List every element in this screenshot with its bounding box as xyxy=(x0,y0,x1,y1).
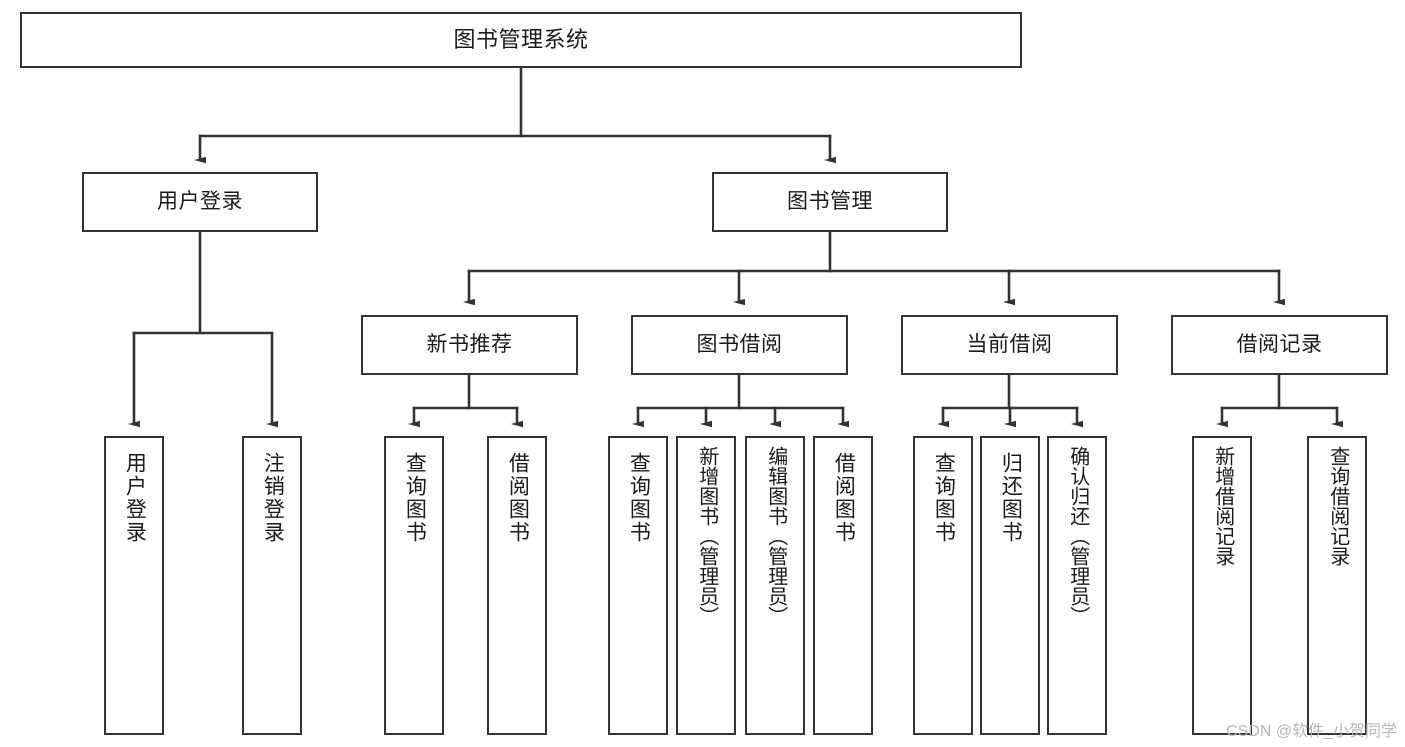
node-leaf-query-record[interactable]: 查询借阅记录 xyxy=(1307,436,1367,735)
node-book-borrow[interactable]: 图书借阅 xyxy=(631,315,848,375)
csdn-watermark: CSDN @软件_小贺同学 xyxy=(1226,723,1397,740)
node-leaf-borrow-book-2-label: 借阅图书 xyxy=(832,452,856,544)
node-leaf-query-book-2-label: 查询图书 xyxy=(627,452,651,544)
node-leaf-query-book-3[interactable]: 查询图书 xyxy=(913,436,973,735)
node-leaf-query-book-1[interactable]: 查询图书 xyxy=(384,436,444,735)
node-leaf-borrow-book-2[interactable]: 借阅图书 xyxy=(813,436,873,735)
node-leaf-add-book-label: 新增图书（管理员） xyxy=(695,446,718,626)
node-borrow-record-label: 借阅记录 xyxy=(1236,332,1323,356)
node-leaf-user-login-label: 用户登录 xyxy=(123,452,147,544)
node-leaf-user-login[interactable]: 用户登录 xyxy=(104,436,164,735)
node-leaf-confirm-return[interactable]: 确认归还（管理员） xyxy=(1047,436,1107,735)
node-leaf-add-record[interactable]: 新增借阅记录 xyxy=(1192,436,1252,735)
node-leaf-borrow-book-1[interactable]: 借阅图书 xyxy=(487,436,547,735)
node-current-borrow[interactable]: 当前借阅 xyxy=(901,315,1118,375)
node-leaf-query-book-3-label: 查询图书 xyxy=(932,452,956,544)
node-current-borrow-label: 当前借阅 xyxy=(966,332,1053,356)
node-leaf-query-record-label: 查询借阅记录 xyxy=(1326,446,1349,566)
node-user-login-label: 用户登录 xyxy=(157,189,243,213)
node-leaf-query-book-2[interactable]: 查询图书 xyxy=(608,436,668,735)
node-leaf-logout-login[interactable]: 注销登录 xyxy=(242,436,302,735)
node-book-management[interactable]: 图书管理 xyxy=(712,172,948,232)
node-borrow-record[interactable]: 借阅记录 xyxy=(1171,315,1388,375)
node-leaf-borrow-book-1-label: 借阅图书 xyxy=(506,452,530,544)
node-book-management-label: 图书管理 xyxy=(787,189,873,213)
node-root-system[interactable]: 图书管理系统 xyxy=(20,12,1022,68)
node-leaf-edit-book[interactable]: 编辑图书（管理员） xyxy=(745,436,805,735)
node-leaf-return-book[interactable]: 归还图书 xyxy=(980,436,1040,735)
node-leaf-add-record-label: 新增借阅记录 xyxy=(1211,446,1234,566)
node-leaf-confirm-return-label: 确认归还（管理员） xyxy=(1066,446,1089,626)
node-book-borrow-label: 图书借阅 xyxy=(696,332,783,356)
node-leaf-edit-book-label: 编辑图书（管理员） xyxy=(764,446,787,626)
node-new-book-recommend[interactable]: 新书推荐 xyxy=(361,315,578,375)
node-leaf-logout-login-label: 注销登录 xyxy=(261,452,285,544)
node-leaf-return-book-label: 归还图书 xyxy=(999,452,1023,544)
node-root-system-label: 图书管理系统 xyxy=(453,27,589,53)
node-new-book-recommend-label: 新书推荐 xyxy=(426,332,513,356)
node-leaf-add-book[interactable]: 新增图书（管理员） xyxy=(676,436,736,735)
node-user-login[interactable]: 用户登录 xyxy=(82,172,318,232)
node-leaf-query-book-1-label: 查询图书 xyxy=(403,452,427,544)
